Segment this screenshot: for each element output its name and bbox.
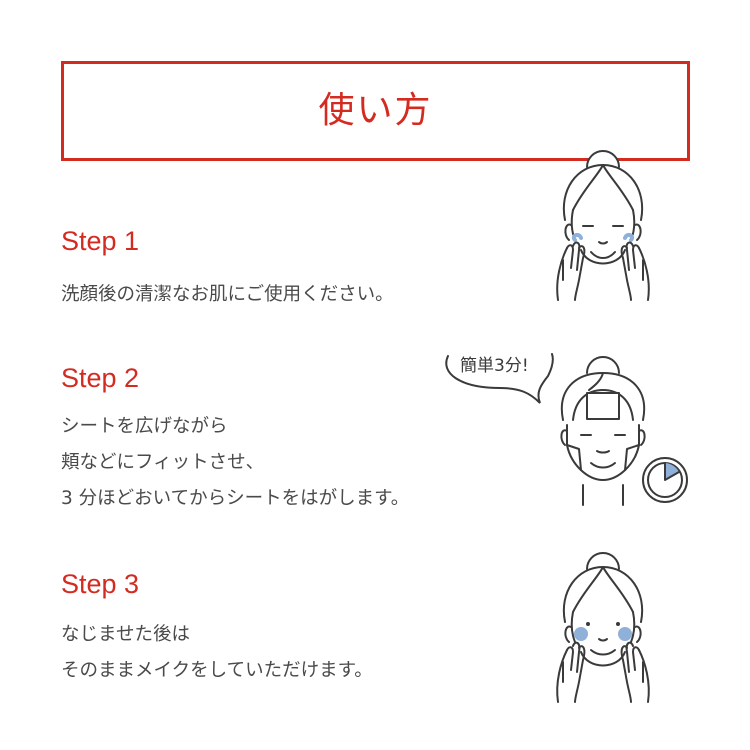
- title-box: 使い方: [61, 61, 690, 161]
- step-3-title: Step 3: [61, 569, 140, 599]
- step-2-description: シートを広げながら 頬などにフィットさせ、 3 分ほどおいてからシートをはがしま…: [61, 409, 409, 517]
- step-3-line: そのままメイクをしていただけます。: [61, 660, 373, 681]
- bubble-text: 簡単3分!: [460, 356, 529, 376]
- step-1-line: 洗顔後の清潔なお肌にご使用ください。: [61, 284, 394, 305]
- face-patting-icon: [553, 542, 653, 707]
- step-2-line: 3 分ほどおいてからシートをはがします。: [61, 488, 410, 509]
- face-washing-icon: [553, 140, 653, 305]
- step-2-line: シートを広げながら: [61, 416, 228, 437]
- step-3-line: なじませた後は: [61, 624, 190, 645]
- speech-bubble: 簡単3分!: [440, 348, 560, 408]
- step-1-title: Step 1: [61, 226, 140, 256]
- step-3-description: なじませた後は そのままメイクをしていただけます。: [61, 617, 373, 689]
- page-title: 使い方: [318, 90, 433, 131]
- step-1-description: 洗顔後の清潔なお肌にご使用ください。: [61, 277, 394, 313]
- step-2-line: 頬などにフィットさせ、: [61, 452, 265, 473]
- face-sheet-mask-icon: [553, 345, 693, 510]
- step-2-title: Step 2: [61, 363, 140, 393]
